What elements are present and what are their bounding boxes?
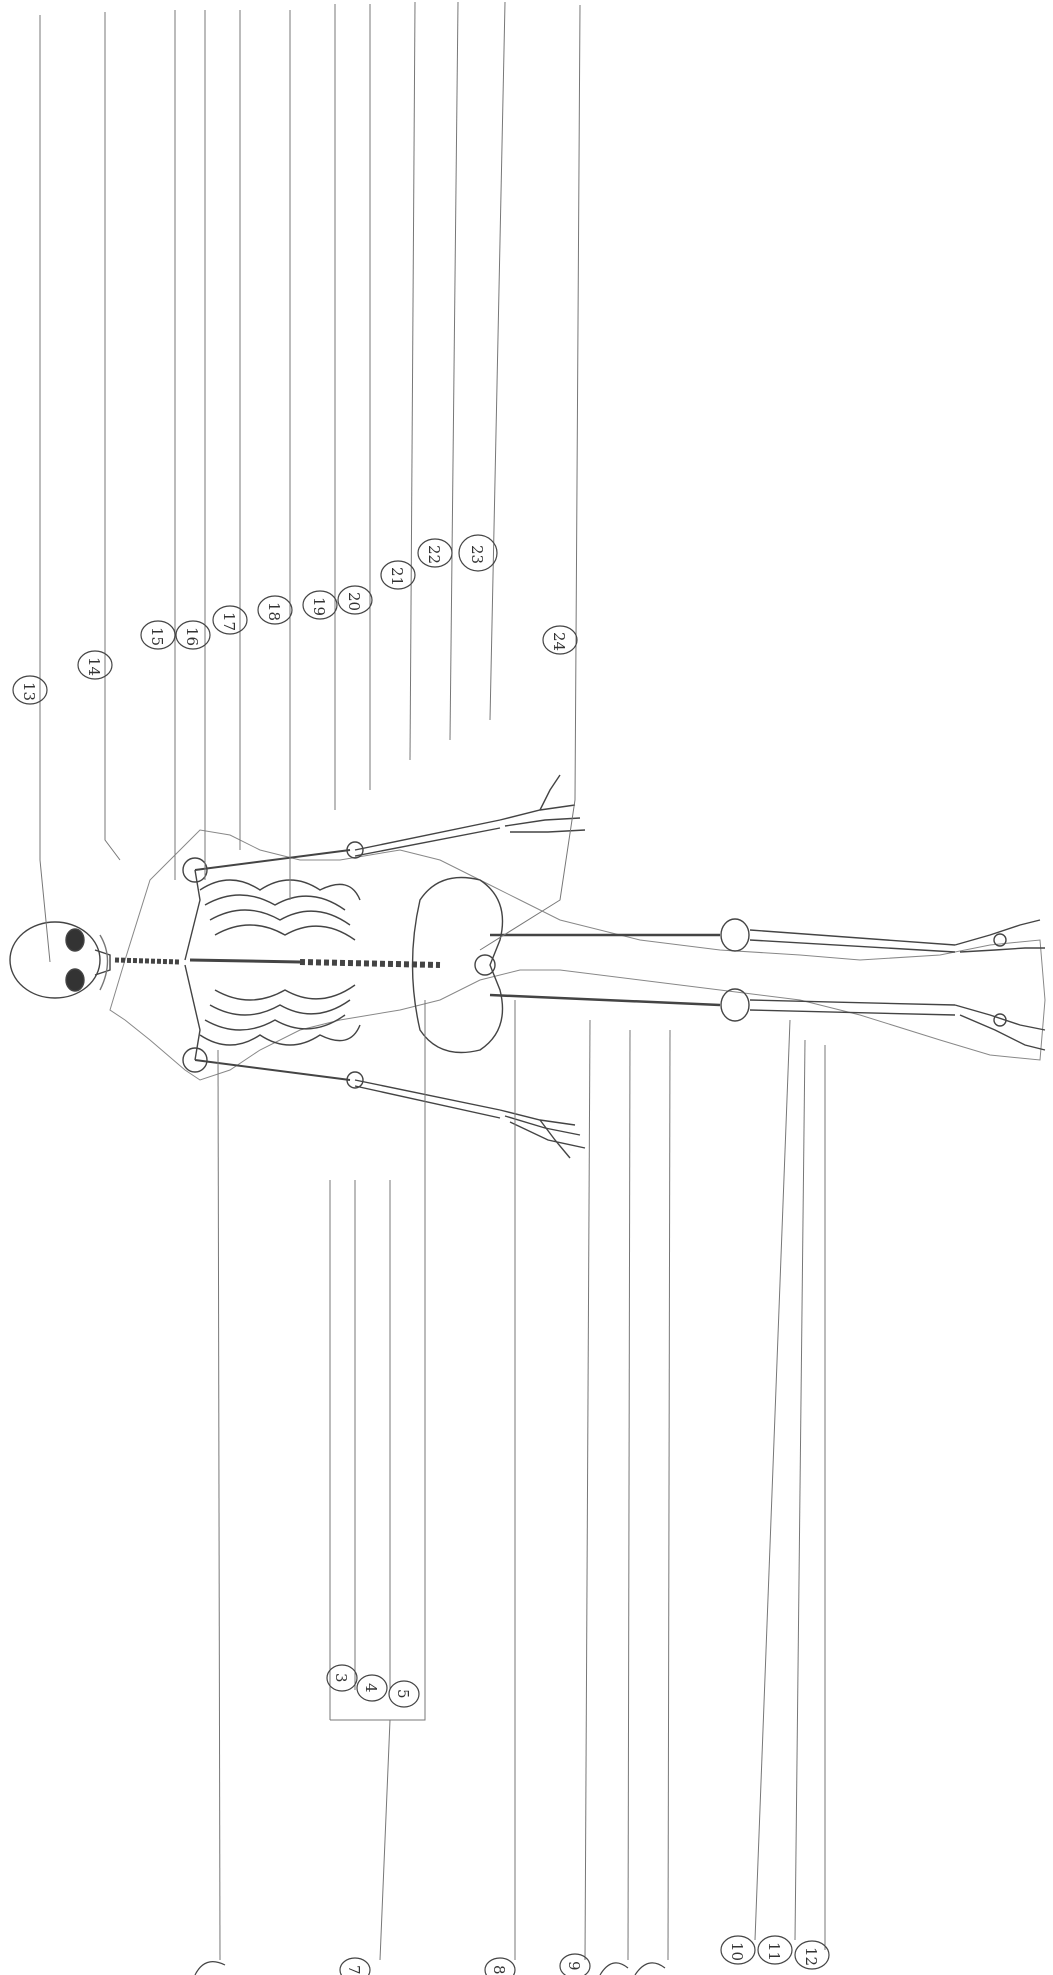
svg-text:17: 17 [220,612,238,631]
svg-text:7: 7 [345,1965,363,1975]
svg-text:20: 20 [345,592,363,611]
svg-text:14: 14 [85,657,103,676]
svg-text:8: 8 [490,1965,508,1975]
svg-text:12: 12 [802,1947,820,1966]
svg-text:21: 21 [388,567,406,586]
svg-text:3: 3 [332,1673,350,1683]
cervical-spine [115,960,180,962]
svg-text:24: 24 [550,632,568,651]
svg-text:10: 10 [728,1942,746,1961]
svg-text:11: 11 [765,1942,783,1961]
sternum [190,960,300,962]
svg-text:22: 22 [425,545,443,564]
svg-text:5: 5 [394,1689,412,1699]
svg-text:9: 9 [565,1961,583,1971]
eye-socket-right [66,969,84,991]
svg-text:19: 19 [310,597,328,616]
svg-text:23: 23 [468,545,486,564]
svg-text:13: 13 [20,682,38,701]
svg-text:16: 16 [183,627,201,646]
svg-text:4: 4 [362,1683,380,1693]
eye-socket-left [66,929,84,951]
svg-text:18: 18 [265,602,283,621]
svg-text:15: 15 [148,627,166,646]
